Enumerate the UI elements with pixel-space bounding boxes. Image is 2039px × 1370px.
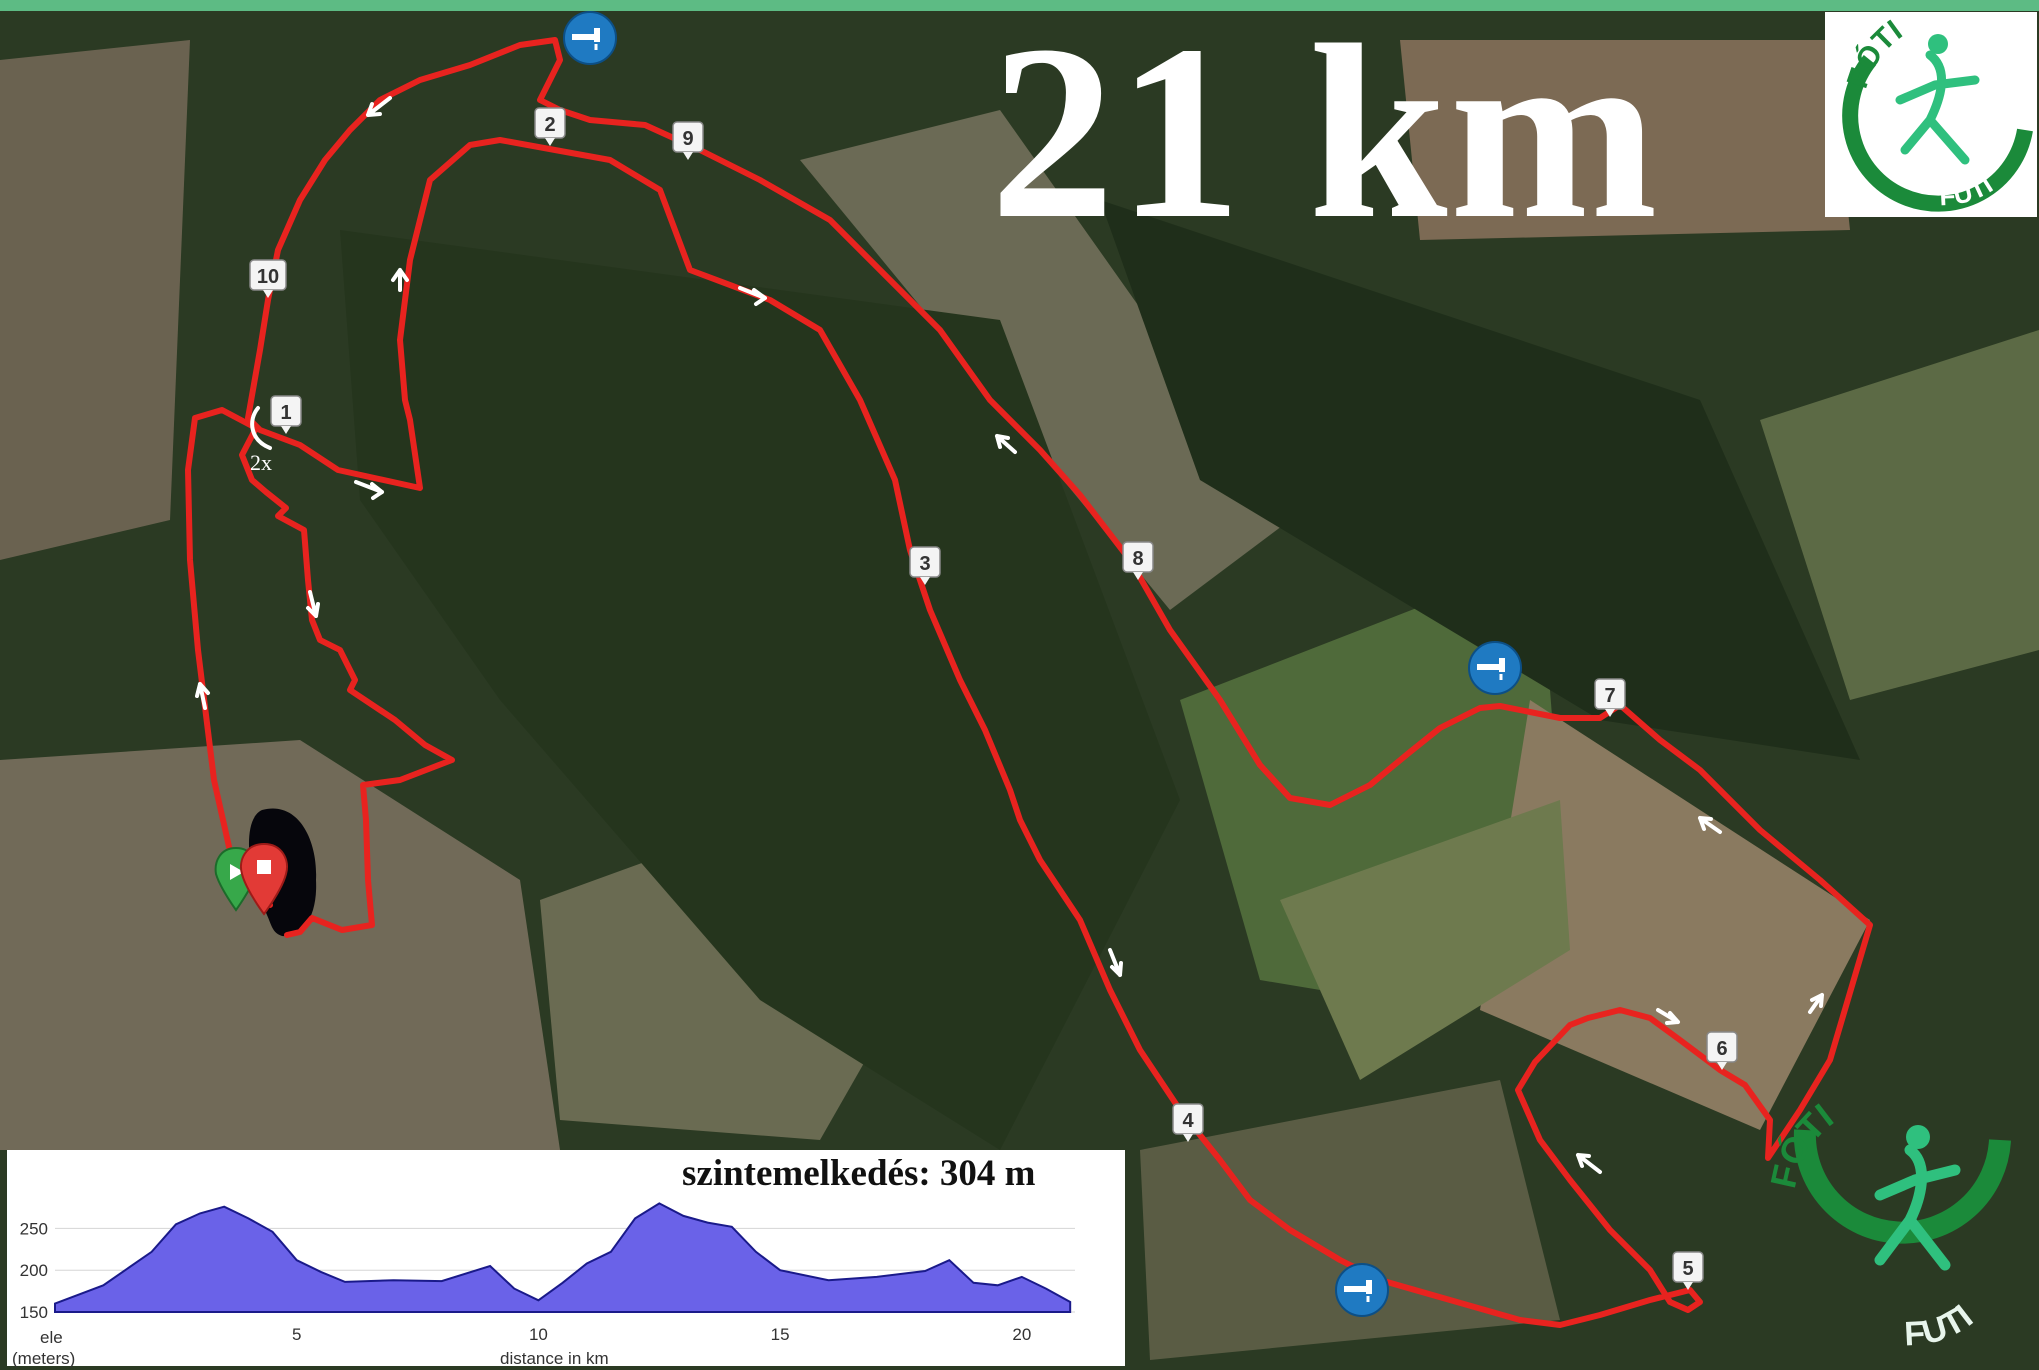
loop-arrow-icon: [250, 406, 272, 450]
x-tick-label: 10: [529, 1325, 548, 1344]
elevation-area: [54, 1202, 1072, 1313]
km-marker-label: 5: [1682, 1258, 1693, 1280]
runner-icon: [1895, 50, 1980, 165]
arrow-icon: [354, 480, 384, 500]
x-tick-label: 20: [1012, 1325, 1031, 1344]
km-marker-label: 7: [1604, 685, 1615, 707]
y-tick-label: 250: [20, 1219, 48, 1238]
water-station-icon: [563, 11, 617, 65]
km-marker: 8: [1122, 541, 1154, 580]
town-southwest: [0, 740, 560, 1150]
arrow-icon: [1108, 948, 1123, 977]
km-marker: 2: [534, 107, 566, 146]
km-marker-label: 6: [1716, 1038, 1727, 1060]
km-marker: 5: [1672, 1251, 1704, 1290]
finish-pin-icon: [240, 842, 288, 916]
runner-icon: [1874, 1144, 1961, 1271]
arrow-icon: [195, 682, 210, 710]
top-stripe: [0, 0, 2039, 11]
arrow-icon: [1656, 1008, 1680, 1025]
arrow-icon: [1808, 993, 1824, 1014]
y-axis-unit: (meters): [12, 1349, 75, 1368]
elevation-profile: 250 200 150 5 10 15 20 ele (meters) distance …: [7, 1150, 1125, 1368]
km-marker: 7: [1594, 678, 1626, 717]
y-tick-label: 200: [20, 1261, 48, 1280]
settlement-area: [800, 110, 1290, 610]
elevation-x-ticks: 5 10 15 20: [292, 1325, 1031, 1344]
km-marker: 4: [1172, 1103, 1204, 1142]
field-right: [1760, 330, 2039, 700]
green-field: [1280, 800, 1570, 1080]
km-marker-label: 4: [1182, 1110, 1194, 1132]
y-axis-label: ele: [40, 1328, 63, 1347]
km-marker-label: 2: [544, 114, 555, 136]
forest-east: [1100, 200, 1860, 760]
arrow-icon: [738, 286, 767, 306]
town-west: [0, 40, 190, 560]
x-axis-label: distance in km: [500, 1349, 609, 1368]
forest-central: [340, 230, 1180, 1150]
km-marker: 3: [909, 546, 941, 585]
arrow-icon: [366, 96, 392, 117]
y-tick-label: 150: [20, 1303, 48, 1322]
loop-annotation: 2x: [250, 450, 272, 475]
km-marker: 9: [672, 121, 704, 160]
water-station-icon: [1335, 1263, 1389, 1317]
km-marker-label: 3: [919, 553, 930, 575]
km-marker-label: 9: [682, 128, 693, 150]
x-tick-label: 5: [292, 1325, 301, 1344]
km-marker-label: 1: [280, 402, 291, 424]
km-marker: 10: [249, 259, 287, 298]
arrow-icon: [1698, 816, 1722, 834]
distance-title: 21 km: [990, 0, 1660, 271]
x-tick-label: 15: [771, 1325, 790, 1344]
town-southeast: [1140, 1080, 1560, 1360]
arrow-icon: [306, 590, 320, 618]
foti-futi-logo: FÓTI FUTI: [1825, 12, 2037, 217]
km-marker: 1: [270, 395, 302, 434]
arrow-icon: [1576, 1153, 1602, 1174]
km-marker-label: 8: [1132, 548, 1143, 570]
elevation-gain-title: szintemelkedés: 304 m: [682, 1153, 1036, 1194]
arrow-icon: [995, 434, 1017, 454]
km-markers: 1 2 3 4 5 6 7 8 9 10: [249, 107, 1738, 1290]
race-route: [185, 37, 1873, 1328]
direction-arrows: [195, 96, 1824, 1174]
elevation-y-ticks: 250 200 150: [20, 1219, 48, 1322]
arrow-icon: [391, 268, 409, 292]
water-station-icon: [1468, 641, 1522, 695]
km-marker-label: 10: [257, 266, 279, 288]
field-top: [1400, 40, 1850, 240]
km-marker: 6: [1706, 1031, 1738, 1070]
